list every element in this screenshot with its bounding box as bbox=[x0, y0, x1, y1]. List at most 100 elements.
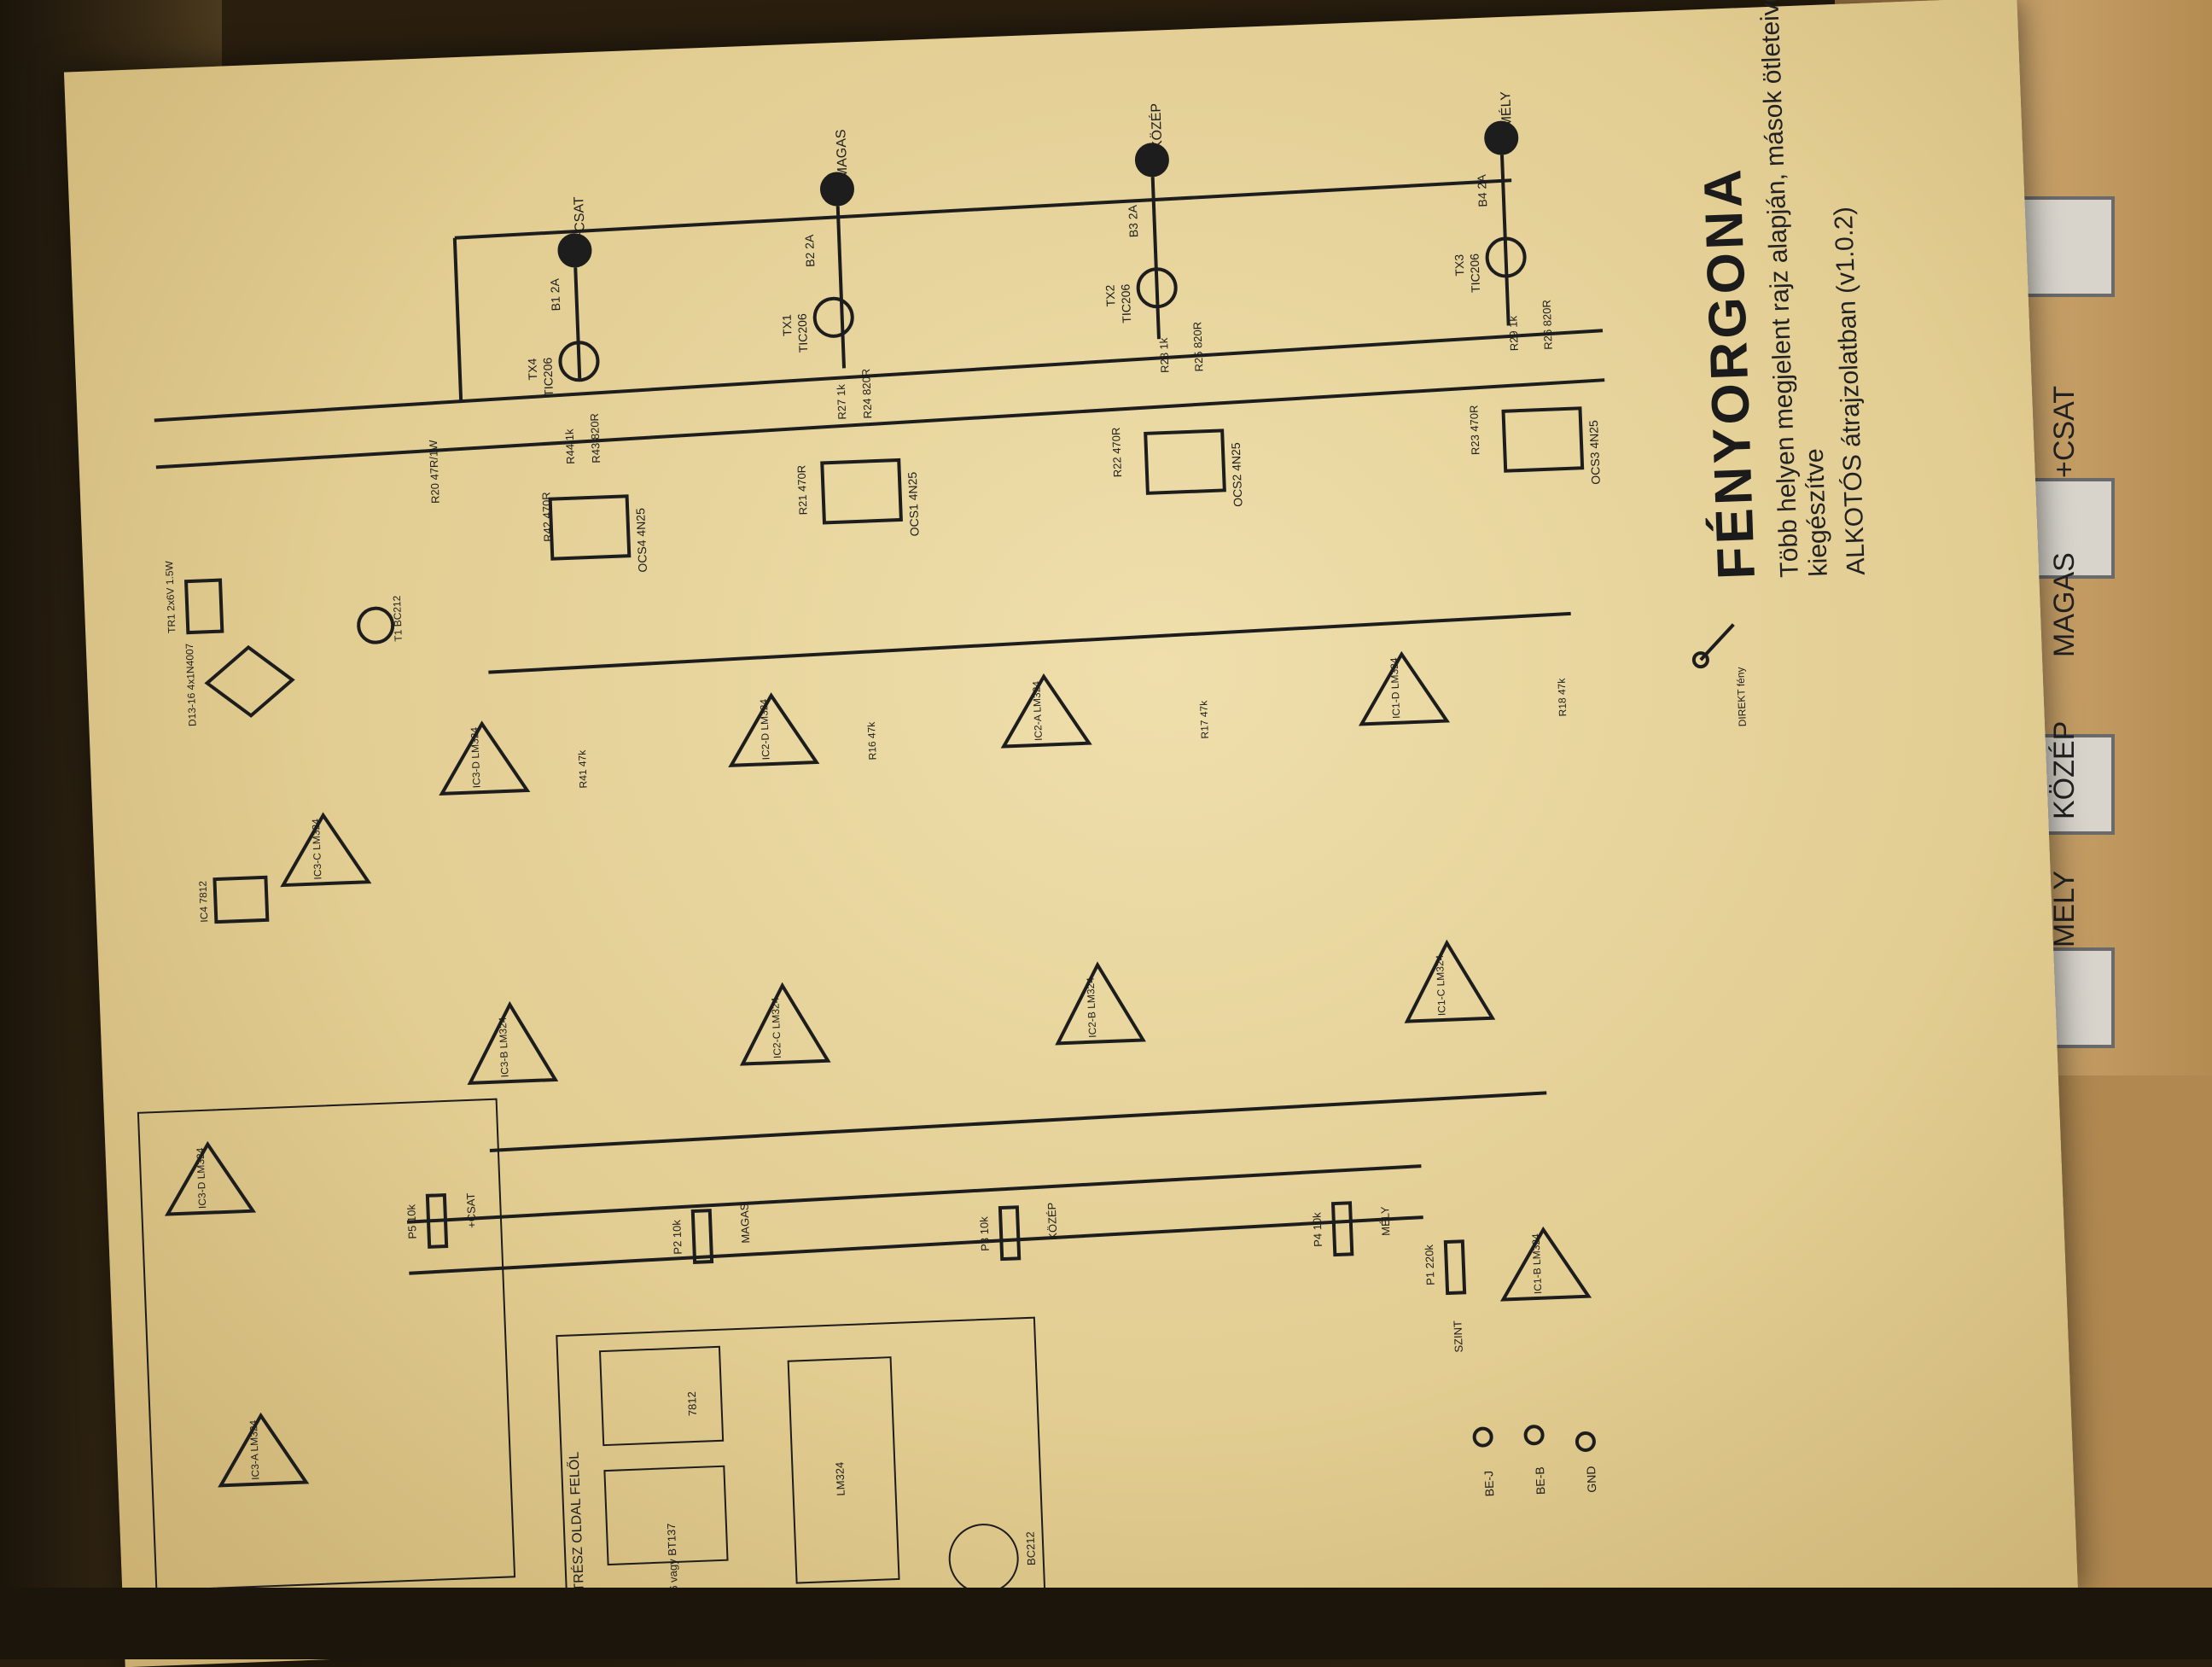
bus-line bbox=[488, 611, 1571, 674]
opamp-ic1-b: IC1-B LM324 bbox=[1499, 1226, 1592, 1302]
rail-line bbox=[155, 378, 1605, 469]
triac-label: TX4 bbox=[525, 358, 539, 380]
opamp-ic3-a: IC3-A LM324 bbox=[218, 1412, 310, 1488]
lamp-magas: MAGAS bbox=[819, 129, 854, 369]
svg-text:OCS4 4N25: OCS4 4N25 bbox=[633, 508, 649, 573]
lamp-csat: +CSAT bbox=[557, 196, 592, 379]
svg-text:IC1-D LM324: IC1-D LM324 bbox=[1388, 657, 1403, 719]
resistor-label: R17 47k bbox=[1197, 700, 1211, 739]
transformer: TR1 2x6V 1.5W bbox=[163, 560, 224, 635]
resistor-label: R26 820R bbox=[1540, 300, 1555, 350]
bus-line bbox=[489, 1091, 1547, 1152]
lamp-label: KÖZÉP bbox=[1147, 103, 1165, 150]
rail-line bbox=[452, 237, 463, 400]
opamp-ic3-d-lower: IC3-D LM324 bbox=[164, 1140, 257, 1216]
opamp-ic2-d: IC2-D LM324 bbox=[728, 692, 820, 767]
title-block: FÉNYORGONA Több helyen megjelent rajz al… bbox=[1681, 0, 2048, 580]
resistor-label: R16 47k bbox=[865, 721, 879, 761]
optocoupler-ocs4: OCS4 4N25 bbox=[548, 494, 649, 573]
optocoupler-ocs2: OCS2 4N25 bbox=[1144, 428, 1245, 507]
svg-text:IC2-C LM324: IC2-C LM324 bbox=[769, 997, 783, 1058]
direkt-switch: DIREKT fény bbox=[1691, 623, 1749, 727]
triac-tx3: TX3 TIC206 B4 2A bbox=[1452, 173, 1527, 294]
bus-line bbox=[406, 1164, 1422, 1224]
resistor-label: R41 47k bbox=[576, 749, 590, 789]
opamp-ic2-a: IC2-A LM324 bbox=[1000, 673, 1092, 749]
opamp-ic2-c: IC2-C LM324 bbox=[739, 982, 831, 1066]
lamp-mely: MÉLY bbox=[1484, 90, 1519, 326]
note-panel bbox=[137, 1098, 516, 1592]
resistor-label: R43 820R bbox=[588, 413, 602, 463]
triac-type: TIC206 bbox=[1118, 283, 1133, 323]
svg-text:IC3-D LM324: IC3-D LM324 bbox=[469, 726, 483, 788]
svg-text:P1 220k: P1 220k bbox=[1423, 1244, 1437, 1285]
svg-text:MÉLY: MÉLY bbox=[1378, 1206, 1392, 1236]
lamp-kozep: KÖZÉP bbox=[1134, 103, 1169, 340]
svg-text:GND: GND bbox=[1584, 1466, 1598, 1493]
svg-text:IC2-A LM324: IC2-A LM324 bbox=[1030, 680, 1045, 741]
background-bottom bbox=[0, 1588, 2212, 1659]
resistor-label: R25 820R bbox=[1190, 322, 1205, 372]
pot-p4: P4 10k MÉLY bbox=[1310, 1201, 1392, 1257]
bridge-rectifier: D13-16 4x1N4007 bbox=[183, 643, 295, 726]
svg-text:7812: 7812 bbox=[685, 1391, 699, 1416]
lamp-label: MÉLY bbox=[1497, 90, 1515, 127]
svg-text:T1 BC212: T1 BC212 bbox=[391, 595, 405, 642]
bus-line bbox=[409, 1215, 1423, 1275]
triac-type: TIC206 bbox=[540, 357, 556, 397]
opamp-ic3-d: IC3-D LM324 bbox=[439, 720, 531, 796]
resistor-label: R22 470R bbox=[1109, 427, 1124, 477]
pot-p3: P3 10k KÖZÉP bbox=[977, 1202, 1059, 1262]
svg-text:IC3-C LM324: IC3-C LM324 bbox=[310, 819, 324, 880]
svg-text:IC1-C LM324: IC1-C LM324 bbox=[1434, 954, 1448, 1016]
triac-label: TX2 bbox=[1103, 284, 1117, 306]
svg-text:IC2-B LM324: IC2-B LM324 bbox=[1085, 977, 1099, 1039]
resistor-label: R20 47R/1W bbox=[427, 439, 442, 504]
svg-text:+CSAT: +CSAT bbox=[464, 1192, 479, 1228]
svg-text:SZINT: SZINT bbox=[1451, 1320, 1464, 1353]
svg-text:P5 10k: P5 10k bbox=[405, 1204, 419, 1239]
svg-text:IC2-D LM324: IC2-D LM324 bbox=[758, 698, 772, 760]
svg-text:IC3-A LM324: IC3-A LM324 bbox=[247, 1419, 262, 1480]
svg-text:LM324: LM324 bbox=[833, 1461, 847, 1495]
resistor-label: R44 1k bbox=[563, 428, 578, 464]
svg-text:OCS1 4N25: OCS1 4N25 bbox=[905, 471, 922, 536]
resistor-label: R42 470R bbox=[539, 492, 554, 542]
svg-text:BE-B: BE-B bbox=[1533, 1466, 1547, 1495]
pot-p2: P2 10k MAGAS bbox=[670, 1203, 752, 1264]
opamp-ic1-d: IC1-D LM324 bbox=[1358, 650, 1451, 726]
resistor-label: R24 820R bbox=[859, 369, 874, 419]
regulator: IC4 7812 bbox=[197, 875, 270, 924]
svg-text:TR1 2x6V 1.5W: TR1 2x6V 1.5W bbox=[163, 560, 178, 633]
optocoupler-ocs3: OCS3 4N25 bbox=[1501, 406, 1603, 485]
svg-text:IC3-B LM324: IC3-B LM324 bbox=[497, 1017, 511, 1078]
svg-text:IC3-D LM324: IC3-D LM324 bbox=[195, 1147, 209, 1209]
opamp-ic3-b: IC3-B LM324 bbox=[467, 1000, 559, 1085]
svg-text:BE-J: BE-J bbox=[1481, 1471, 1496, 1497]
optocoupler-ocs1: OCS1 4N25 bbox=[820, 458, 922, 537]
triac-tx4: TX4 TIC206 B1 2A bbox=[525, 277, 600, 397]
triac-label: TX3 bbox=[1452, 254, 1466, 276]
svg-text:BC212: BC212 bbox=[1024, 1531, 1039, 1565]
lamp-label: +CSAT bbox=[572, 196, 588, 241]
triac-type: TIC206 bbox=[1467, 254, 1482, 294]
svg-text:OCS3 4N25: OCS3 4N25 bbox=[1586, 420, 1603, 485]
svg-text:IC1-B LM324: IC1-B LM324 bbox=[1530, 1233, 1545, 1295]
rail-line bbox=[154, 329, 1604, 423]
transistor-t1: T1 BC212 bbox=[357, 595, 405, 644]
resistor-label: R29 1k bbox=[1506, 315, 1521, 351]
svg-text:MAGAS: MAGAS bbox=[737, 1203, 752, 1244]
opamp-ic1-c: IC1-C LM324 bbox=[1404, 939, 1496, 1023]
svg-text:P3 10k: P3 10k bbox=[977, 1216, 992, 1252]
svg-text:IC4 7812: IC4 7812 bbox=[197, 880, 211, 923]
opamp-ic3-c: IC3-C LM324 bbox=[280, 812, 372, 888]
pot-p5: P5 10k +CSAT bbox=[405, 1192, 479, 1249]
svg-text:OCS2 4N25: OCS2 4N25 bbox=[1229, 442, 1245, 507]
resistor-label: R21 470R bbox=[795, 465, 809, 516]
fuse-label: B4 2A bbox=[1475, 173, 1489, 207]
svg-text:D13-16 4x1N4007: D13-16 4x1N4007 bbox=[183, 643, 199, 726]
resistor-label: R18 47k bbox=[1556, 677, 1569, 716]
triac-tx1: TX1 TIC206 B2 2A bbox=[780, 234, 854, 353]
